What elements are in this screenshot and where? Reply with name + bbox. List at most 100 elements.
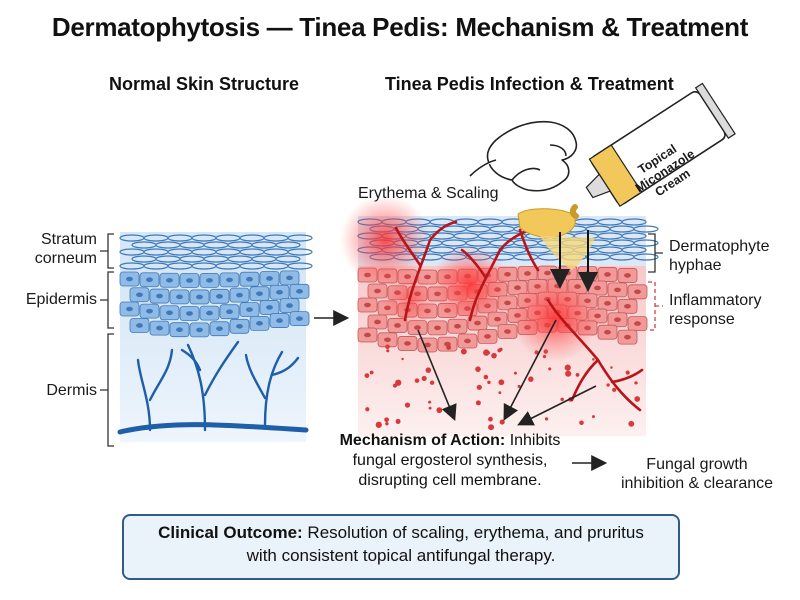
inflammatory-dot [429,380,435,385]
inflammatory-dot [384,417,389,423]
cell-nucleus [226,277,233,283]
scale-cell [287,262,313,270]
cell-nucleus [286,303,293,308]
inflammatory-dot [634,396,641,402]
normal-base-vessel [117,422,309,435]
cell-nucleus [176,327,183,332]
infection-heading: Tinea Pedis Infection & Treatment [385,74,674,94]
cell-nucleus [166,310,173,316]
cell-nucleus [216,294,223,299]
cell-nucleus [256,291,263,296]
cell-nucleus [494,316,501,322]
cell-nucleus [604,272,611,277]
cell-nucleus [524,271,531,276]
cell-nucleus [226,309,233,314]
cell-nucleus [276,289,283,295]
inflammatory-dot [606,383,610,387]
inflammatory-dot [475,400,481,406]
inflammatory-dot [564,364,571,371]
inflammatory-dot [560,397,564,402]
cell-nucleus [146,277,153,283]
inflammatory-dot [375,421,382,428]
cell-nucleus [296,289,303,294]
cell-nucleus [424,342,431,348]
cell-nucleus [544,270,551,276]
cell-nucleus [206,310,213,316]
cell-nucleus [454,323,461,329]
inflammatory-dot [369,370,374,375]
dermatophyte-hyphae [394,220,644,412]
label-erythema-scaling: Erythema & Scaling [358,185,499,202]
inflammatory-dot [395,379,402,386]
cream-stream [569,204,579,219]
result-label: Fungal growth inhibition & clearance [620,456,774,492]
page-title: Dermatophytosis — Tinea Pedis: Mechanism… [51,12,749,42]
normal-epidermis-cells [119,270,310,338]
inflammatory-dot [513,371,517,375]
bracket-icon [100,333,114,447]
scale-cell [633,225,659,233]
cell-nucleus [374,319,381,325]
scale-cell [287,248,313,256]
scale-cell [621,232,647,240]
normal-skin-heading: Normal Skin Structure [109,74,300,94]
cell-nucleus [276,318,283,323]
scale-cell [621,246,647,254]
cream-blob [517,208,576,239]
scale-cell [287,234,313,242]
inflammatory-dot [625,370,630,375]
inflammatory-dot [483,374,489,380]
inflammatory-dot [548,367,552,371]
inflammatory-dot [499,419,505,425]
cell-nucleus [166,277,173,283]
inflammatory-dot [528,376,534,382]
inflammatory-cells [364,344,641,431]
inflammatory-dot [591,415,595,419]
cell-nucleus [624,334,631,340]
cell-nucleus [504,329,511,334]
cell-nucleus [176,294,183,300]
cell-nucleus [186,278,193,283]
inflammatory-dot [365,407,370,412]
inflammatory-dot [487,380,491,385]
bracket-icon [100,271,114,329]
scale-cell [621,218,647,226]
normal-blood-vessels [136,340,300,432]
label-dermis: Dermis [46,382,97,399]
cell-nucleus [216,326,223,331]
inflammatory-dot [498,379,505,386]
scale-cell [275,241,301,249]
inflammatory-dot [628,420,635,427]
inflammatory-dot [401,357,404,361]
clinical-outcome-box [122,514,680,580]
inflammatory-dot [404,402,411,408]
arrow-icon [517,385,597,426]
inflammatory-dot [483,349,490,356]
inflammatory-dot [436,407,443,414]
cell-nucleus [136,292,143,298]
inflammatory-dot [517,384,521,388]
bracket-icon [648,281,663,331]
cell-nucleus [564,270,571,276]
bracket-icon [648,233,663,273]
inflammatory-dot [428,406,432,410]
mechanism-arrows [417,319,608,471]
cell-nucleus [514,285,521,291]
cell-nucleus [266,305,273,310]
cell-nucleus [624,273,631,278]
inflammatory-dot [425,367,432,373]
cell-nucleus [146,308,153,314]
scale-cell [633,253,659,261]
label-dermatophyte-hyphae: Dermatophyte hyphae [669,238,770,274]
normal-skin-illustration [117,232,313,442]
cell-nucleus [364,302,371,308]
label-epidermis: Epidermis [25,291,97,308]
cream-tube-icon [585,82,736,207]
inflammatory-dot [446,345,452,350]
cell-nucleus [286,275,293,281]
cell-nucleus [614,287,621,293]
clinical-outcome-text: Clinical Outcome: Resolution of scaling,… [158,523,644,565]
cell-nucleus [196,327,203,333]
normal-stratum-scales [119,234,313,270]
cell-nucleus [136,323,143,328]
